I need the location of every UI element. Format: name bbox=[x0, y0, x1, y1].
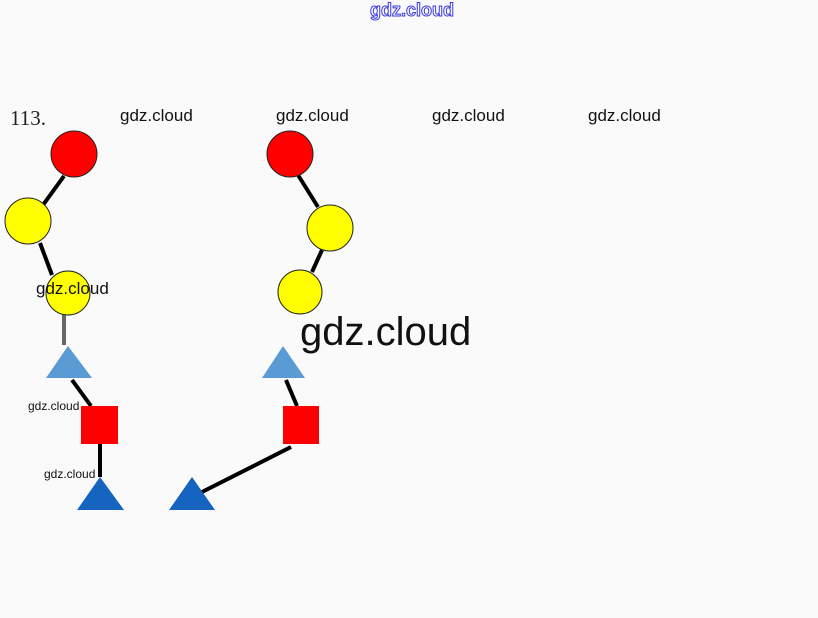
watermark: gdz.cloud bbox=[432, 106, 505, 125]
watermark: gdz.cloud bbox=[36, 279, 109, 298]
light-blue-triangle-right bbox=[262, 346, 305, 378]
watermark: gdz.cloud bbox=[44, 467, 96, 481]
top-watermark: gdz.cloud bbox=[370, 0, 455, 21]
blue-triangle-right bbox=[169, 477, 215, 510]
red-square-right bbox=[283, 406, 319, 444]
watermark: gdz.cloud bbox=[28, 399, 80, 413]
yellow-circle-left-1 bbox=[4, 197, 52, 245]
light-blue-triangle-left bbox=[46, 346, 92, 378]
watermark: gdz.cloud bbox=[588, 106, 661, 125]
problem-number: 113. bbox=[10, 106, 46, 130]
watermark: gdz.cloud bbox=[276, 106, 349, 125]
yellow-circle-right-2 bbox=[277, 269, 323, 315]
blue-triangle-left bbox=[77, 477, 124, 510]
yellow-circle-right-1 bbox=[306, 204, 354, 252]
red-square-left bbox=[81, 406, 118, 444]
red-circle-left bbox=[50, 130, 98, 178]
watermark: gdz.cloud bbox=[120, 106, 193, 125]
big-watermark: gdz.cloud bbox=[300, 310, 472, 354]
connectors bbox=[38, 173, 324, 495]
red-circle-right bbox=[266, 130, 314, 178]
yellow-circle-left-2 bbox=[45, 270, 91, 316]
